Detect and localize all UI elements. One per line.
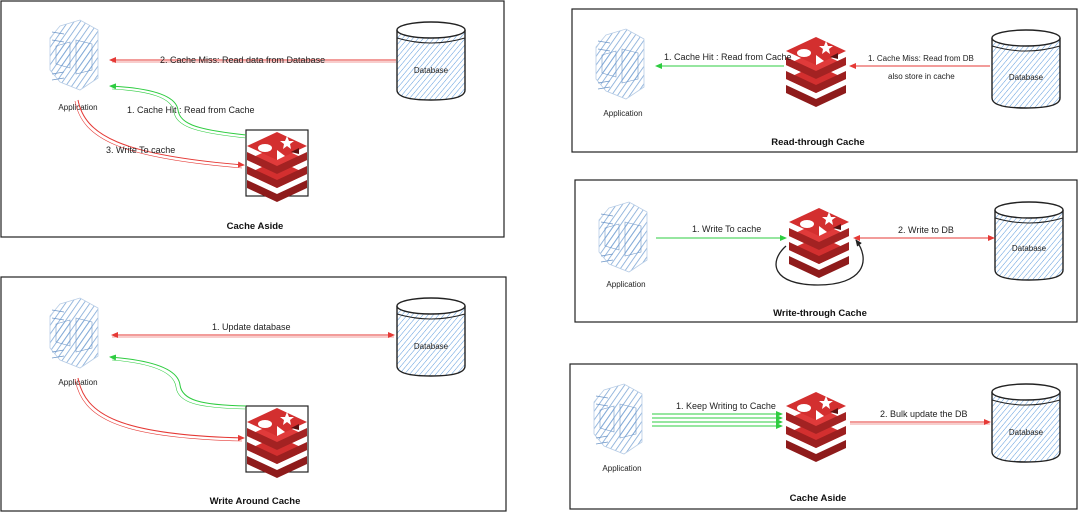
redis-cache-icon xyxy=(786,392,846,462)
write-cache-label: 1. Write To cache xyxy=(692,224,761,234)
read-cache-arrow xyxy=(109,354,247,407)
panel-cache-aside: Application Database 2. Cache Miss: Read… xyxy=(0,0,505,238)
application-label: Application xyxy=(58,378,97,387)
cache-hit-arrow xyxy=(109,83,247,136)
cache-hit-label: 1. Cache Hit : Read from Cache xyxy=(127,105,255,115)
cache-hit-label: 1. Cache Hit : Read from Cache xyxy=(664,52,792,62)
panel-border xyxy=(0,276,507,512)
application-icon xyxy=(595,28,645,100)
update-db-label: 1. Update database xyxy=(212,322,291,332)
sync-loop-arrow xyxy=(775,239,864,286)
panel-write-behind: Application Database 1. Keep Writing to … xyxy=(569,363,1078,510)
panel-title: Cache Aside xyxy=(790,493,847,504)
database-label: Database xyxy=(1012,244,1047,253)
redis-cache-icon xyxy=(786,37,846,107)
redis-cache-icon xyxy=(247,132,307,202)
cache-miss-label-2: also store in cache xyxy=(888,72,955,81)
panel-border xyxy=(574,179,1078,323)
application-label: Application xyxy=(606,280,645,289)
panel-title: Read-through Cache xyxy=(771,137,864,148)
application-icon xyxy=(598,201,648,273)
database-icon xyxy=(991,383,1061,463)
keep-writing-label: 1. Keep Writing to Cache xyxy=(676,401,776,411)
write-miss-arrow xyxy=(77,377,245,441)
write-cache-arrow xyxy=(77,99,245,168)
database-icon xyxy=(994,201,1064,281)
application-label: Application xyxy=(603,109,642,118)
database-icon xyxy=(396,297,466,377)
redis-cache-icon xyxy=(247,408,307,478)
database-label: Database xyxy=(414,66,449,75)
application-label: Application xyxy=(602,464,641,473)
panel-title: Write-through Cache xyxy=(773,308,867,319)
cache-miss-label: 2. Cache Miss: Read data from Database xyxy=(160,55,325,65)
database-icon xyxy=(396,21,466,101)
panel-border xyxy=(571,8,1078,153)
database-label: Database xyxy=(414,342,449,351)
application-icon xyxy=(49,297,99,369)
write-cache-label: 3. Write To cache xyxy=(106,145,175,155)
panel-border xyxy=(569,363,1078,510)
panel-border xyxy=(0,0,505,238)
application-label: Application xyxy=(58,103,97,112)
write-db-label: 2. Write to DB xyxy=(898,225,954,235)
panel-write-through: Application Database 1. Write To cache 2… xyxy=(574,179,1078,323)
cache-miss-label: 1. Cache Miss: Read from DB xyxy=(868,54,974,63)
panel-read-through: Application Database 1. Cache Hit : Read… xyxy=(571,8,1078,153)
database-label: Database xyxy=(1009,428,1044,437)
panel-title: Cache Aside xyxy=(227,221,284,232)
bulk-update-label: 2. Bulk update the DB xyxy=(880,409,968,419)
panel-write-around: Application Database 1. Update database … xyxy=(0,276,507,512)
keep-writing-arrows xyxy=(652,411,783,429)
application-icon xyxy=(49,19,99,91)
redis-cache-icon xyxy=(789,208,849,278)
database-label: Database xyxy=(1009,73,1044,82)
database-icon xyxy=(991,29,1061,109)
panel-title: Write Around Cache xyxy=(210,496,301,507)
application-icon xyxy=(593,383,643,455)
